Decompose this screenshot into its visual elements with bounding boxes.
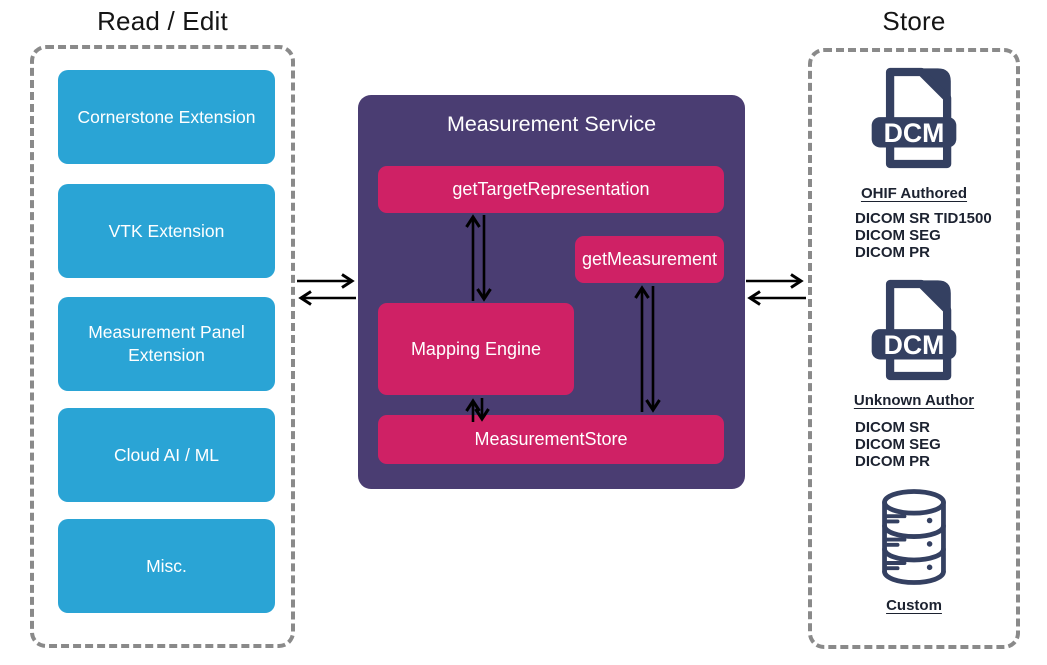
store-group-label-custom: Custom bbox=[886, 597, 942, 614]
format-line: DICOM SR TID1500 bbox=[855, 210, 992, 227]
left-exchange-arrows bbox=[297, 273, 356, 306]
node-vtk-extension: VTK Extension bbox=[58, 184, 275, 278]
store-group-label-unknown: Unknown Author bbox=[853, 392, 975, 409]
node-measurement-panel-extension: Measurement Panel Extension bbox=[58, 297, 275, 391]
read-edit-title: Read / Edit bbox=[97, 6, 228, 36]
db-dot bbox=[926, 564, 933, 571]
format-line: DICOM SEG bbox=[855, 436, 941, 453]
right-exchange-arrows bbox=[746, 273, 806, 306]
store-group-formats-unknown: DICOM SR DICOM SEG DICOM PR bbox=[855, 419, 941, 470]
read-edit-panel bbox=[30, 45, 295, 648]
measurement-service-title: Measurement Service bbox=[446, 112, 657, 136]
db-bottom bbox=[882, 569, 946, 585]
db-dot bbox=[926, 517, 933, 524]
db-lines bbox=[885, 537, 907, 547]
dcm-icon-label: DCM bbox=[884, 330, 945, 360]
format-line: DICOM SR bbox=[855, 419, 930, 436]
format-line: DICOM SEG bbox=[855, 227, 941, 244]
store-panel bbox=[808, 48, 1020, 649]
format-line: DICOM PR bbox=[855, 453, 930, 470]
store-group-formats-ohif: DICOM SR TID1500 DICOM SEG DICOM PR bbox=[855, 210, 992, 261]
file-band bbox=[871, 117, 957, 148]
db-dot bbox=[926, 541, 933, 547]
store-group-label-ohif: OHIF Authored bbox=[860, 185, 968, 202]
node-cloud-ai-ml: Cloud AI / ML bbox=[58, 408, 275, 502]
node-get-measurement: getMeasurement bbox=[575, 236, 724, 283]
node-mapping-engine: Mapping Engine bbox=[378, 303, 574, 395]
db-separator bbox=[882, 546, 946, 563]
db-top bbox=[882, 489, 946, 516]
db-lines bbox=[885, 561, 907, 571]
file-band bbox=[871, 329, 957, 360]
node-cornerstone-extension: Cornerstone Extension bbox=[58, 70, 275, 164]
dcm-icon-label: DCM bbox=[884, 118, 945, 148]
dcm-file-icon: DCM bbox=[871, 64, 957, 169]
db-lines bbox=[885, 514, 907, 524]
node-measurement-store: MeasurementStore bbox=[378, 415, 724, 464]
node-misc: Misc. bbox=[58, 519, 275, 613]
store-title: Store bbox=[882, 6, 946, 36]
format-line: DICOM PR bbox=[855, 244, 930, 261]
database-icon bbox=[882, 489, 946, 585]
db-separator bbox=[882, 523, 946, 539]
dcm-file-icon: DCM bbox=[871, 276, 957, 381]
node-get-target-representation: getTargetRepresentation bbox=[378, 166, 724, 213]
